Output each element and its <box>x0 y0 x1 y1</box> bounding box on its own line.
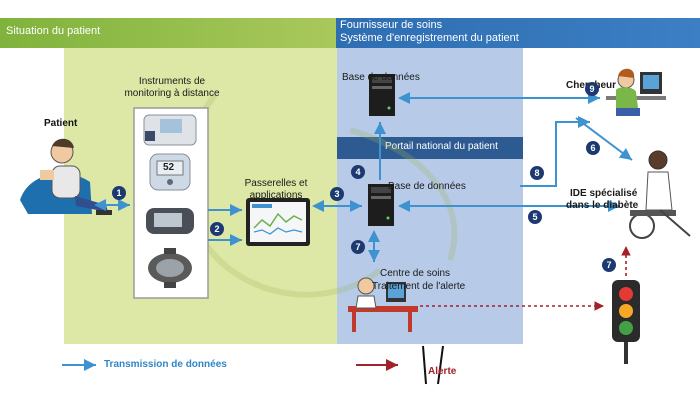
care-center-figure-icon <box>348 277 418 332</box>
tablet-icon <box>246 198 310 246</box>
alert-arrows <box>420 246 631 311</box>
instruments-label: Instruments de monitoring à distance <box>124 76 220 99</box>
blood-pressure-device-icon <box>143 114 197 146</box>
arrow-researcher-nurse <box>575 117 633 161</box>
national-portal-band <box>337 137 523 159</box>
legend-data-label: Transmission de données <box>104 359 227 370</box>
care-center-sub-label: Traitement de l'alerte <box>372 281 466 292</box>
step-badge-1: 1 <box>112 186 126 200</box>
researcher-figure-icon <box>606 68 666 116</box>
step-badge-4: 4 <box>351 165 365 179</box>
nurse-label: IDE spécialisé <box>570 188 638 199</box>
header-provider-label: Fournisseur de soins <box>340 19 443 31</box>
gateways-label: Passerelles et applications <box>244 178 308 201</box>
step-badge-9: 9 <box>585 82 599 96</box>
pedometer-icon <box>146 208 194 234</box>
header-bar-green <box>0 18 336 48</box>
portal-label: Portail national du patient <box>385 141 498 152</box>
database-server-mid-icon <box>368 184 394 226</box>
step-badge-8: 8 <box>530 166 544 180</box>
database-server-top-icon <box>369 74 395 116</box>
care-center-label: Centre de soins <box>380 268 451 279</box>
database-top-label: Base de données <box>342 72 420 83</box>
watch-device-icon <box>148 248 192 288</box>
step-badge-7: 7 <box>351 240 365 254</box>
step-badge-5: 5 <box>528 210 542 224</box>
legend-alert-label: Alerte <box>428 366 457 377</box>
step-badge-3: 3 <box>330 187 344 201</box>
glucometer-icon <box>149 153 191 191</box>
traffic-light-icon <box>612 280 640 364</box>
nurse-figure-icon <box>629 150 691 239</box>
header-system-label: Système d'enregistrement du patient <box>340 32 519 44</box>
database-mid-label: Base de données <box>388 181 466 192</box>
step-badge-7-alert: 7 <box>602 258 616 272</box>
step-badge-6: 6 <box>586 141 600 155</box>
nurse-sub-label: dans le diabète <box>566 200 639 211</box>
header-bar-blue <box>336 18 700 48</box>
arrow-database-researcher-elbow <box>520 116 590 187</box>
step-badge-2: 2 <box>210 222 224 236</box>
header-situation-label: Situation du patient <box>6 25 101 37</box>
glucometer-reading: 52 <box>163 162 175 173</box>
legend-cursor-mark <box>422 345 444 385</box>
decorative-swirl <box>181 93 458 298</box>
patient-figure-icon <box>20 138 112 215</box>
patient-label: Patient <box>44 118 78 129</box>
data-arrows <box>94 92 633 262</box>
